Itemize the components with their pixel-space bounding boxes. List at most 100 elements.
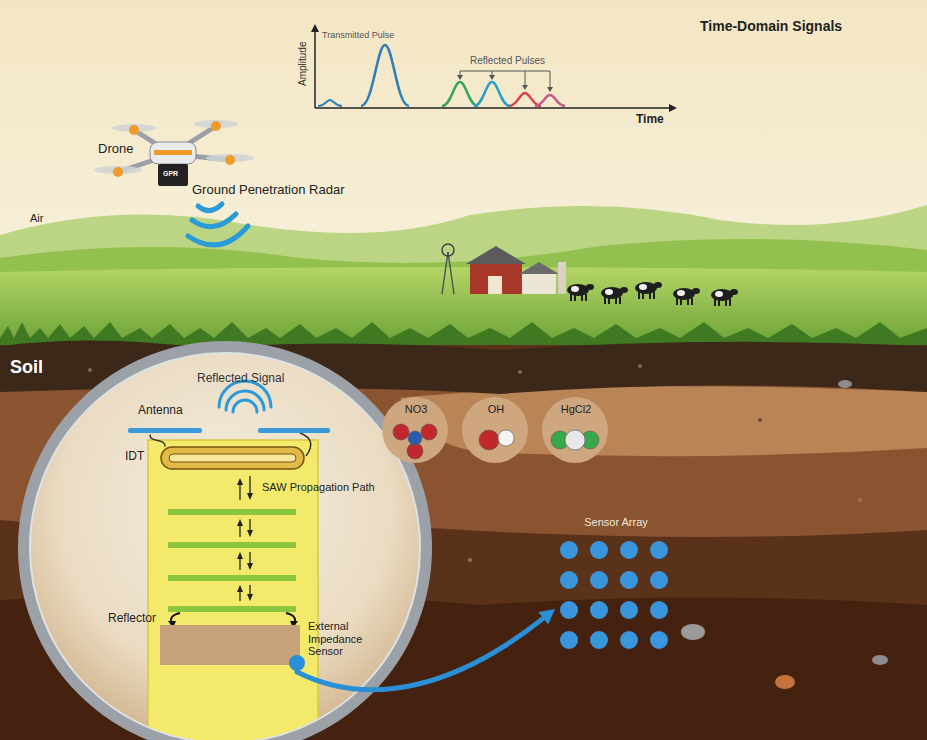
label: Drone — [98, 142, 133, 157]
farm — [442, 244, 738, 306]
drone — [192, 214, 236, 227]
soil-layers — [838, 380, 852, 388]
farm — [442, 252, 448, 294]
antenna-bar: Antenna — [128, 404, 202, 435]
magnifier-lens — [30, 353, 420, 740]
drone — [198, 204, 222, 211]
connector-line — [150, 435, 165, 446]
time-domain-chart — [311, 24, 319, 32]
chip-wiring — [226, 391, 264, 410]
time-domain-chart — [314, 30, 316, 108]
magnifier-lens — [24, 347, 426, 740]
sensor-dot — [160, 620, 320, 672]
soil-layers — [638, 364, 642, 368]
label: Air — [30, 212, 43, 225]
saw-arrows — [237, 476, 253, 601]
magnifier-lens — [168, 575, 296, 581]
sensor-array: Sensor Array — [555, 514, 677, 650]
time-domain-chart — [315, 107, 670, 109]
farm — [488, 276, 502, 294]
label: Time — [636, 113, 664, 127]
chip-wiring — [168, 380, 330, 628]
sensor-dot — [620, 571, 638, 589]
soil-layers — [775, 675, 795, 689]
formula-label: HgCl2 — [541, 403, 611, 416]
saw-arrows — [249, 476, 250, 494]
sensor-dot — [560, 571, 578, 589]
connector-line — [297, 617, 545, 690]
formula-label: NO3 — [381, 403, 451, 416]
saw-arrows — [247, 594, 253, 601]
chip-wiring — [258, 428, 330, 433]
sensor-dot — [590, 601, 608, 619]
saw-arrows — [239, 484, 240, 500]
time-domain-chart — [669, 104, 677, 112]
sensor-dot — [650, 571, 668, 589]
farm — [442, 244, 454, 256]
farm — [673, 288, 700, 305]
farm — [635, 282, 662, 299]
sensor-dot — [590, 571, 608, 589]
farm — [711, 289, 738, 306]
antenna-label: Antenna — [138, 404, 183, 418]
drone — [129, 125, 139, 135]
farm — [466, 246, 526, 264]
saw-arrows — [247, 493, 253, 500]
time-domain-chart — [547, 87, 553, 92]
sensor-dot — [590, 541, 608, 559]
label: Transmitted Pulse — [322, 30, 394, 40]
idt-electrode: IDT — [125, 446, 307, 470]
sensor-dot — [620, 541, 638, 559]
impedance-sensor: External Impedance Sensor — [160, 620, 390, 672]
idt-outer — [161, 447, 304, 469]
magnifier-lens — [168, 509, 296, 515]
time-domain-chart — [457, 75, 463, 80]
drone — [188, 226, 248, 245]
idt-inner — [169, 454, 296, 462]
magnifier-lens — [168, 606, 296, 612]
sensor-dot — [560, 541, 578, 559]
label: Amplitude — [297, 29, 309, 99]
antenna-bar-shape — [128, 428, 202, 433]
saw-arrows — [237, 478, 243, 485]
time-domain-chart — [489, 75, 495, 80]
molecule-circle: OH — [461, 396, 531, 464]
label: Soil — [10, 357, 43, 378]
soil-layers — [681, 624, 705, 640]
farm — [558, 262, 566, 294]
soil-layers — [872, 655, 888, 665]
sensor-dot — [289, 655, 305, 671]
label: SAW Propagation Path — [262, 481, 375, 494]
soil-layers — [468, 558, 472, 562]
sensor-dot — [620, 601, 638, 619]
label: GPR — [163, 170, 178, 178]
atom — [393, 424, 409, 440]
farm — [601, 287, 628, 304]
drone — [158, 164, 188, 186]
time-domain-chart — [460, 71, 550, 72]
idt-label: IDT — [125, 450, 144, 464]
array-label: Sensor Array — [555, 516, 677, 529]
atom — [408, 431, 422, 445]
formula-label: OH — [461, 403, 531, 416]
saw-arrows — [237, 519, 243, 526]
drone — [113, 167, 123, 177]
molecule-circle: HgCl2 — [541, 396, 611, 464]
farm — [519, 262, 559, 274]
soil-layers — [758, 418, 762, 422]
drone — [154, 150, 192, 155]
sensor-dot — [650, 601, 668, 619]
soil-layers — [518, 370, 522, 374]
sensor-grid — [555, 514, 675, 650]
time-domain-chart — [311, 24, 677, 112]
sky-and-hills — [0, 0, 927, 365]
soil-layers — [88, 368, 92, 372]
sensor-dot — [560, 631, 578, 649]
time-domain-chart — [525, 71, 526, 86]
sensor-dot — [560, 601, 578, 619]
drone — [211, 121, 221, 131]
label: Time-Domain Signals — [700, 18, 842, 34]
connector — [297, 617, 545, 690]
